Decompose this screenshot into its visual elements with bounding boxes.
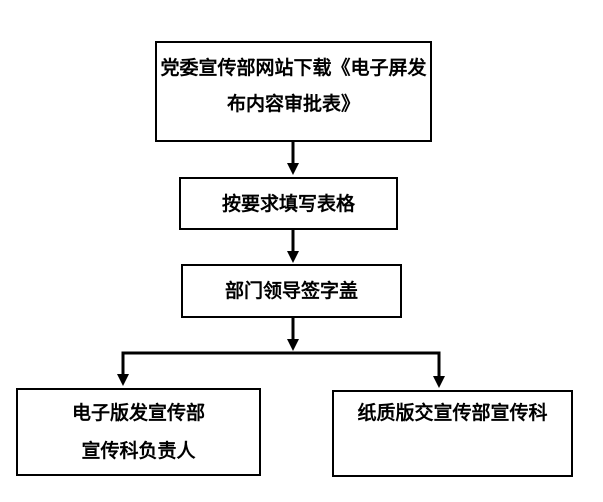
- node-download-form: 党委宣传部网站下载《电子屏发 布内容审批表》: [155, 41, 432, 142]
- node-download-form-line-1: 党委宣传部网站下载《电子屏发: [160, 56, 427, 79]
- node-electronic-copy-line-2: 宣传科负责人: [81, 440, 196, 462]
- node-fill-form: 按要求填写表格: [179, 177, 398, 230]
- node-electronic-copy-line-1: 电子版发宣传部: [71, 402, 205, 424]
- node-paper-copy: 纸质版交宣传部宣传科: [332, 390, 573, 477]
- node-fill-form-line-1: 按要求填写表格: [221, 192, 355, 215]
- node-leader-sign-line-1: 部门领导签字盖: [224, 280, 358, 302]
- node-download-form-line-2: 布内容审批表》: [226, 92, 360, 115]
- node-paper-copy-line-1: 纸质版交宣传部宣传科: [357, 402, 548, 424]
- node-electronic-copy: 电子版发宣传部 宣传科负责人: [16, 388, 261, 476]
- node-leader-sign: 部门领导签字盖: [181, 264, 402, 318]
